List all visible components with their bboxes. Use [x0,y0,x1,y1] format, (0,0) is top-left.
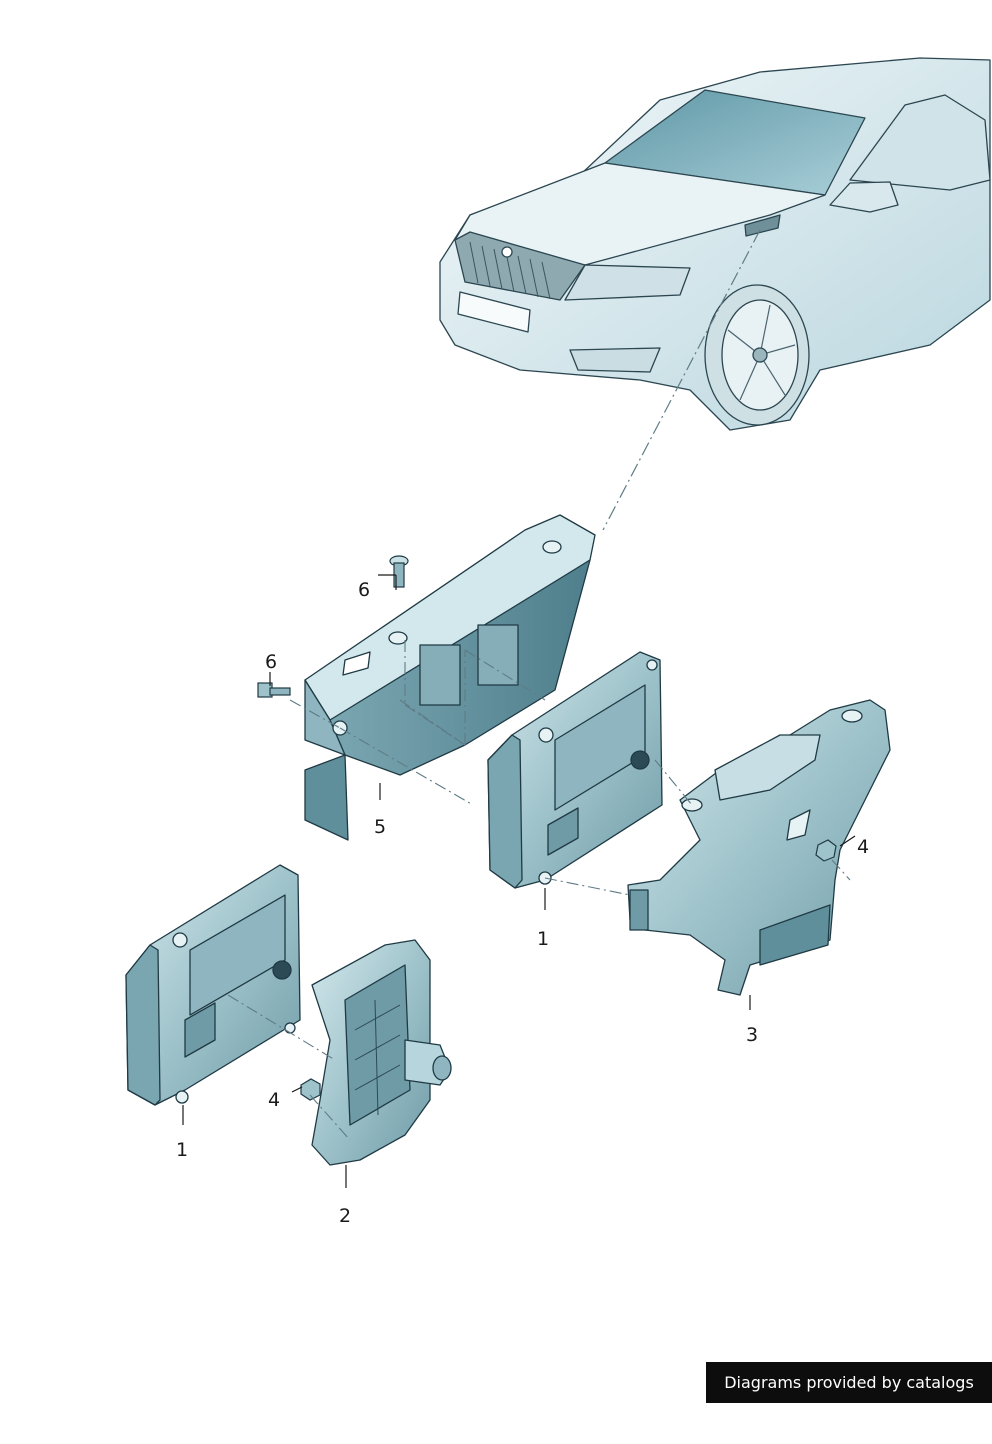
mounting-bracket-part-3 [627,699,891,996]
exploded-parts-diagram [125,57,991,1188]
control-unit-part-1-right [487,651,663,889]
callout-1-left: 1 [176,1139,189,1161]
callout-2: 2 [339,1205,352,1227]
callout-4-right: 4 [857,836,870,858]
screw-part-6-left [257,682,291,698]
credit-banner: Diagrams provided by catalogs parts [706,1362,992,1433]
license-plate [457,291,531,333]
callout-6-left: 6 [265,651,278,673]
callout-3: 3 [746,1024,759,1046]
vehicle-illustration [439,57,991,431]
control-unit-part-1-left [125,864,301,1106]
callout-6-top: 6 [358,579,371,601]
callout-4-left: 4 [268,1089,281,1111]
callout-leaders [182,574,856,1188]
nut-part-4-right [815,839,837,862]
callout-5: 5 [374,816,387,838]
location-leader-line [602,229,761,531]
screw-part-6-top [389,555,409,588]
mounting-bracket-part-2 [311,939,452,1166]
callout-1-right: 1 [537,928,550,950]
assembly-lines [227,640,851,1141]
nut-part-4-left [300,1078,321,1101]
